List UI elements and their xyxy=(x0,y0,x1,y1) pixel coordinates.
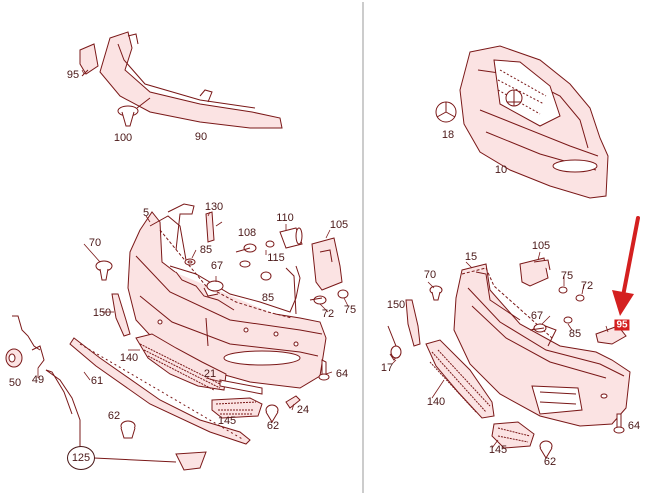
label-95-highlighted: 95 xyxy=(614,319,630,331)
label-115: 115 xyxy=(267,252,285,264)
part-17 xyxy=(387,325,402,361)
part-100-clip xyxy=(117,97,151,127)
left-bumper-cover xyxy=(127,211,327,389)
part-61-lower-strip xyxy=(69,337,251,445)
label-125-circled: 125 xyxy=(67,446,95,470)
label-85-upper: 85 xyxy=(199,244,213,256)
part-90-trim-strip xyxy=(99,31,283,129)
label-140-right: 140 xyxy=(426,396,446,408)
label-70-left: 70 xyxy=(88,237,102,249)
label-67-left: 67 xyxy=(210,260,224,272)
label-100: 100 xyxy=(113,132,133,144)
right-bumper-cover xyxy=(453,263,631,427)
label-64-left: 64 xyxy=(335,368,349,380)
label-145-left: 145 xyxy=(217,415,237,427)
label-62-right-side: 62 xyxy=(266,420,280,432)
label-61: 61 xyxy=(90,375,104,387)
label-95-left: 95 xyxy=(66,69,80,81)
label-72-right: 72 xyxy=(580,280,594,292)
part-145-fog-grille xyxy=(211,397,263,419)
part-49-bracket xyxy=(12,315,45,369)
label-49: 49 xyxy=(31,374,45,386)
label-108: 108 xyxy=(237,227,257,239)
label-75-left: 75 xyxy=(343,304,357,316)
part-130 xyxy=(205,211,215,243)
label-15: 15 xyxy=(464,251,478,263)
label-17: 17 xyxy=(380,362,394,374)
label-18: 18 xyxy=(441,129,455,141)
label-150-left: 150 xyxy=(92,307,112,319)
part-95-cap xyxy=(79,43,99,77)
part-150-strip xyxy=(111,293,131,337)
label-145-right: 145 xyxy=(488,444,508,456)
label-85-lower: 85 xyxy=(261,292,275,304)
label-110: 110 xyxy=(276,212,294,224)
right-part-105-bracket xyxy=(519,257,551,287)
right-part-140-grille xyxy=(425,339,495,419)
part-95-highlighted-cap xyxy=(595,325,627,345)
part-110-cylinder xyxy=(279,227,303,249)
label-90: 90 xyxy=(194,131,208,143)
part-24 xyxy=(285,395,301,409)
label-130: 130 xyxy=(204,201,224,213)
left-inner-brackets xyxy=(167,203,301,315)
part-105-bracket xyxy=(311,237,343,291)
label-64-right: 64 xyxy=(627,420,641,432)
label-50: 50 xyxy=(8,377,22,389)
label-10: 10 xyxy=(494,164,508,176)
label-72-left: 72 xyxy=(321,308,335,320)
label-85-right: 85 xyxy=(568,328,582,340)
label-21: 21 xyxy=(203,368,217,380)
label-24: 24 xyxy=(296,404,310,416)
leader-lines xyxy=(37,69,609,449)
left-fasteners xyxy=(95,240,349,439)
right-part-150-strip xyxy=(405,299,421,347)
label-5: 5 xyxy=(142,207,150,219)
part-21-strip xyxy=(219,379,263,395)
label-150-right: 150 xyxy=(386,299,406,311)
right-part-145-fog-grille xyxy=(491,421,535,449)
right-fasteners xyxy=(429,285,625,459)
label-140-left: 140 xyxy=(119,352,139,364)
label-67-right: 67 xyxy=(530,310,544,322)
label-105-left: 105 xyxy=(329,219,349,231)
right-top-bumper-10 xyxy=(459,45,609,199)
part-18-star xyxy=(435,101,457,123)
part-50-cap xyxy=(5,348,23,368)
label-62-right: 62 xyxy=(543,456,557,468)
label-62-left-side: 62 xyxy=(107,410,121,422)
highlight-arrow xyxy=(612,216,640,316)
label-70-right: 70 xyxy=(423,269,437,281)
label-75-right: 75 xyxy=(560,270,574,282)
label-105-right: 105 xyxy=(531,240,551,252)
